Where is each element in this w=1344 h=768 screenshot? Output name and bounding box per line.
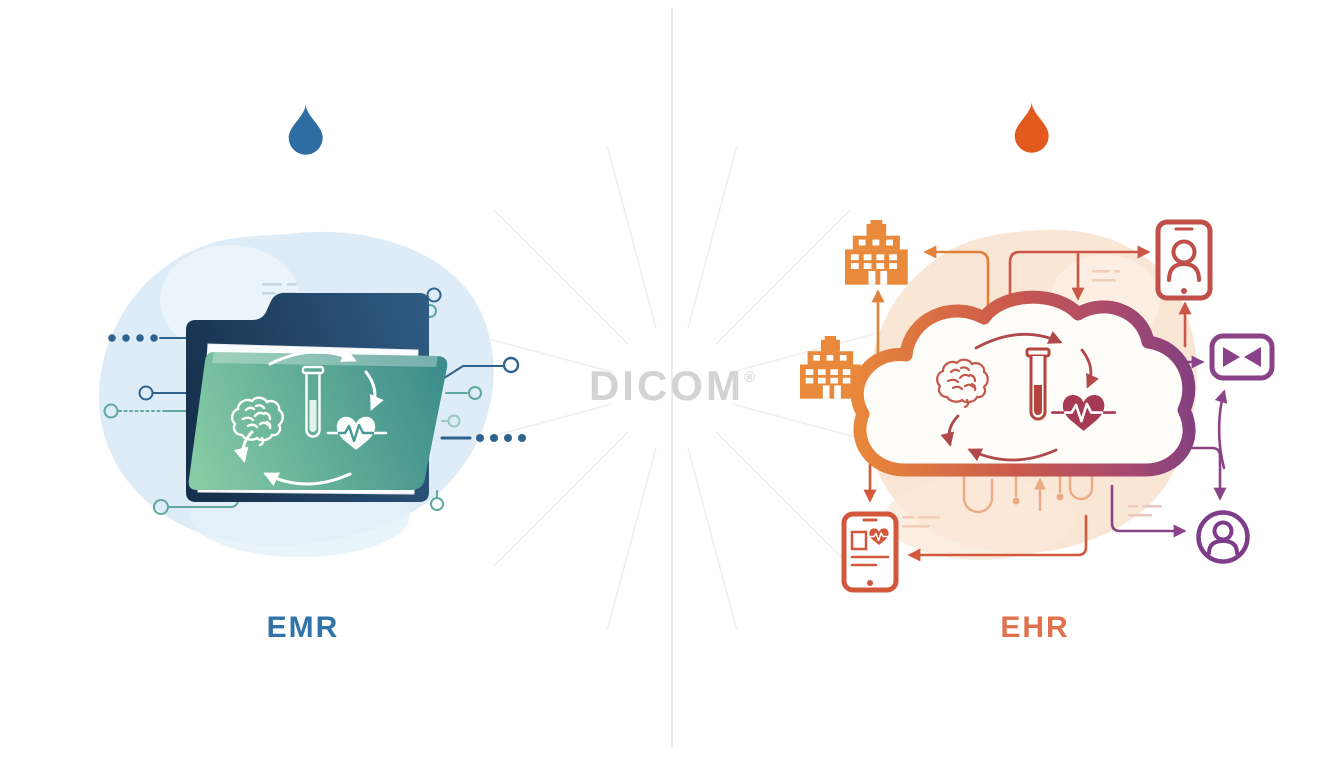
- test-tube-icon-cloud: [1025, 347, 1051, 421]
- ehr-label: EHR: [1000, 611, 1070, 644]
- cycle-arrows-icon: [233, 348, 384, 487]
- placeholder-dashes: [902, 270, 1162, 528]
- heart-ecg-icon-cloud: [1050, 395, 1117, 431]
- test-tube-icon: [301, 365, 325, 438]
- folder-front-flap: [188, 352, 448, 490]
- cycle-arrows-icon-cloud: [940, 331, 1099, 462]
- dicom-label: DICOM: [588, 362, 744, 409]
- mail-icon: [1209, 333, 1275, 381]
- registered-mark: ®: [743, 369, 756, 386]
- water-drop-icon-left: [288, 103, 323, 155]
- cloud-icon: [850, 290, 1196, 477]
- emr-label: EMR: [266, 611, 340, 644]
- user-circle-icon: [1196, 510, 1250, 564]
- dicom-title: DICOM®: [522, 362, 822, 410]
- heart-ecg-icon: [326, 416, 388, 450]
- tablet-record-icon: [841, 511, 899, 593]
- hospital-icon: [845, 220, 908, 285]
- connector-arrows: [863, 245, 1228, 562]
- water-drop-icon-right: [1014, 101, 1049, 153]
- center-divider: [671, 8, 673, 748]
- tablet-user-icon: [1155, 219, 1213, 301]
